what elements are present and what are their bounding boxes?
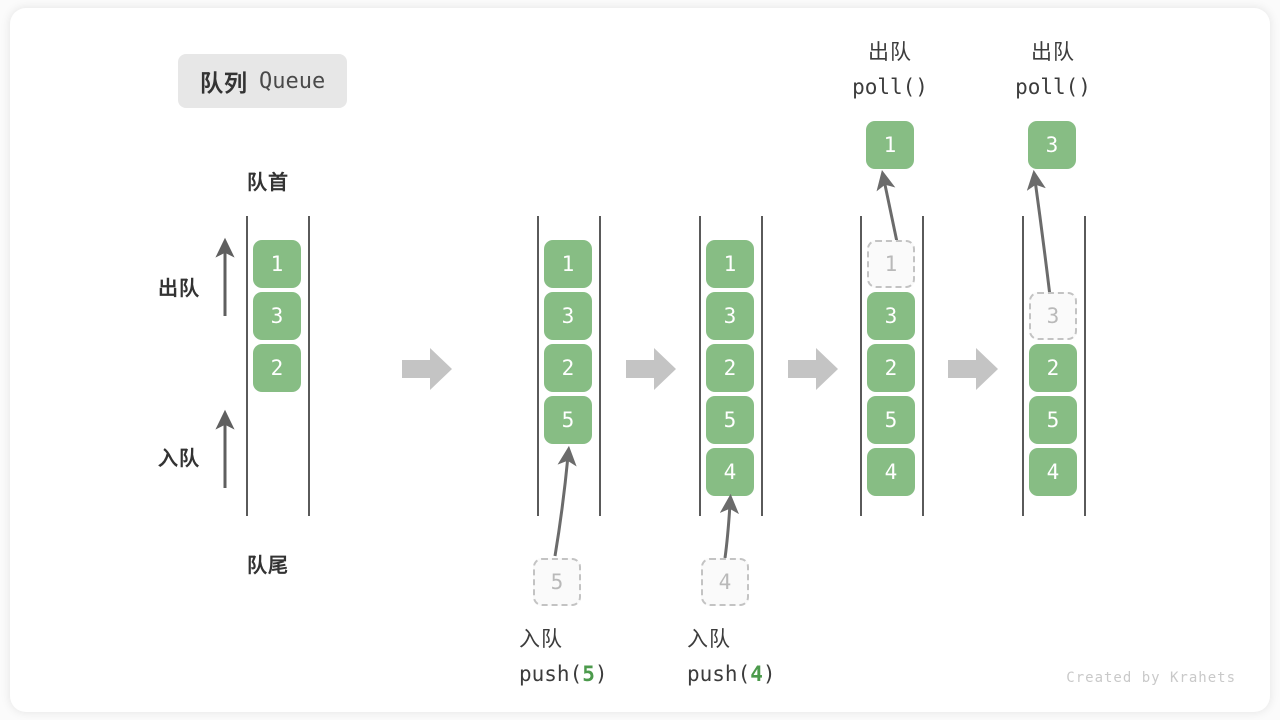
queue-cell: 2 (867, 344, 915, 392)
rail-left-panel-3 (699, 216, 701, 516)
dequeue-direction-arrow-icon (215, 237, 235, 316)
step-arrow-4-icon (948, 348, 998, 390)
ghost-cell-push-4: 4 (701, 558, 749, 606)
poll-3-label: 出队 poll() (978, 36, 1128, 104)
step-arrow-1-icon (402, 348, 452, 390)
step-arrow-2-icon (626, 348, 676, 390)
queue-cell: 5 (867, 396, 915, 444)
rail-left-panel-5 (1022, 216, 1024, 516)
label-dequeue-direction: 出队 (158, 278, 200, 300)
push-4-call-value: 4 (750, 662, 763, 686)
rail-left-panel-2 (537, 216, 539, 516)
push-4-call-suffix: ) (762, 662, 776, 686)
poll-1-label: 出队 poll() (815, 36, 965, 104)
watermark: Created by Krahets (1066, 670, 1236, 686)
popped-cell-1: 1 (866, 121, 914, 169)
rail-right-panel-4 (922, 216, 924, 516)
push-5-call-value: 5 (582, 662, 595, 686)
queue-cell: 3 (253, 292, 301, 340)
poll-3-motion-arrow-icon (1026, 169, 1052, 297)
poll-1-motion-arrow-icon (876, 170, 899, 243)
push-5-motion-arrow-icon (553, 445, 577, 557)
queue-cell: 3 (706, 292, 754, 340)
push-4-label: 入队 push(4) (625, 623, 887, 691)
label-queue-tail: 队尾 (247, 555, 289, 577)
label-queue-head: 队首 (247, 172, 289, 194)
queue-cell: 3 (544, 292, 592, 340)
poll-1-label-cn: 出队 (868, 41, 912, 64)
push-5-label: 入队 push(5) (457, 623, 719, 691)
enqueue-direction-arrow-icon (215, 409, 235, 488)
queue-cell: 1 (253, 240, 301, 288)
push-4-label-cn: 入队 (687, 628, 731, 651)
queue-cell: 2 (1029, 344, 1077, 392)
queue-cell: 4 (867, 448, 915, 496)
queue-cell: 3 (1029, 292, 1077, 340)
poll-1-label-call: poll() (852, 75, 928, 99)
title-cn: 队列 (200, 70, 248, 96)
rail-left-panel-1 (246, 216, 248, 516)
queue-cell: 5 (1029, 396, 1077, 444)
title-en: Queue (259, 68, 326, 94)
push-5-label-cn: 入队 (519, 628, 563, 651)
queue-cell: 3 (867, 292, 915, 340)
ghost-cell-push-5: 5 (533, 558, 581, 606)
title-badge: 队列 Queue (178, 54, 348, 108)
push-5-label-call: push(5) (519, 657, 719, 691)
queue-cell: 1 (544, 240, 592, 288)
push-5-call-suffix: ) (594, 662, 608, 686)
label-enqueue-direction: 入队 (158, 448, 200, 470)
push-5-call-prefix: push( (519, 662, 583, 686)
queue-cell: 1 (706, 240, 754, 288)
poll-3-label-call: poll() (1015, 75, 1091, 99)
queue-cell: 2 (544, 344, 592, 392)
queue-cell: 4 (1029, 448, 1077, 496)
queue-cell: 5 (544, 396, 592, 444)
step-arrow-3-icon (788, 348, 838, 390)
queue-cell: 2 (706, 344, 754, 392)
rail-right-panel-3 (761, 216, 763, 516)
rail-left-panel-4 (860, 216, 862, 516)
queue-cell: 2 (253, 344, 301, 392)
queue-cell: 5 (706, 396, 754, 444)
rail-right-panel-5 (1084, 216, 1086, 516)
popped-cell-3: 3 (1028, 121, 1076, 169)
rail-right-panel-2 (599, 216, 601, 516)
queue-cell: 1 (867, 240, 915, 288)
push-4-motion-arrow-icon (719, 493, 739, 559)
queue-cell: 4 (706, 448, 754, 496)
push-4-call-prefix: push( (687, 662, 751, 686)
push-4-label-call: push(4) (687, 657, 887, 691)
poll-3-label-cn: 出队 (1031, 41, 1075, 64)
rail-right-panel-1 (308, 216, 310, 516)
